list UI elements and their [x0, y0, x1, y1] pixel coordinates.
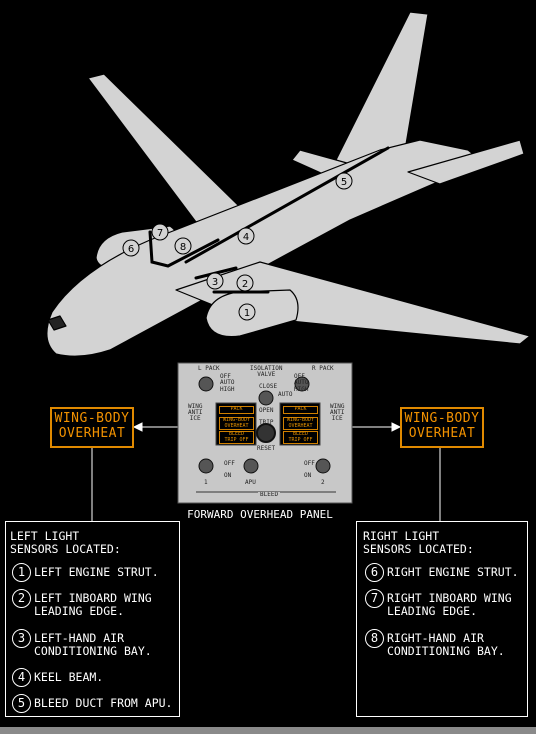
marker-7: 7 [151, 223, 169, 241]
marker-label: 1 [244, 308, 250, 319]
annunciator-line-1: WING-BODY [54, 411, 130, 426]
right-sensor-item-6: 6 RIGHT ENGINE STRUT. [365, 563, 519, 582]
eng1-off-label: OFF [224, 460, 235, 467]
left-sensor-item-1: 1 LEFT ENGINE STRUT. [12, 563, 159, 582]
sensor-text: LEFT-HAND AIR CONDITIONING BAY. [34, 631, 152, 658]
sensor-number: 2 [12, 589, 31, 608]
eng2-off-label: OFF [304, 460, 315, 467]
auto-label: AUTO [278, 391, 293, 398]
marker-6: 6 [122, 239, 140, 257]
sensor-text: BLEED DUCT FROM APU. [34, 696, 173, 710]
right-horizontal-stabilizer [407, 139, 525, 185]
isolation-valve-label: ISOLATION VALVE [250, 365, 283, 378]
right-sensors-heading: RIGHT LIGHT SENSORS LOCATED: [363, 529, 474, 556]
eng2-label: 2 [321, 479, 325, 486]
sensor-number: 4 [12, 668, 31, 687]
marker-label: 8 [180, 242, 186, 253]
annunciator-line-2: OVERHEAT [408, 426, 476, 441]
sensor-number: 3 [12, 629, 31, 648]
left-wing-anti-ice-label: WING ANTI ICE [188, 403, 203, 422]
sensor-number: 5 [12, 694, 31, 713]
l-pack-off-label: OFF [220, 373, 231, 380]
eng1-label: 1 [204, 479, 208, 486]
marker-label: 5 [341, 177, 347, 188]
l-pack-label: L PACK [198, 365, 220, 372]
left-pack-light: PACK [219, 406, 254, 414]
isolation-valve-switch[interactable] [258, 390, 274, 406]
eng1-on-label: ON [224, 472, 232, 479]
marker-label: 6 [128, 244, 134, 255]
apu-label: APU [245, 479, 256, 486]
l-pack-high-label: HIGH [220, 386, 235, 393]
r-pack-switch[interactable] [294, 376, 310, 392]
left-wing-body-overheat-annunciator: WING-BODY OVERHEAT [50, 407, 134, 448]
r-pack-auto-label: AUTO [294, 379, 309, 386]
l-pack-auto-label: AUTO [220, 379, 235, 386]
left-sensors-heading: LEFT LIGHT SENSORS LOCATED: [10, 529, 121, 556]
r-pack-off-label: OFF [294, 373, 305, 380]
panel-caption: FORWARD OVERHEAD PANEL [187, 508, 333, 521]
right-wing-anti-ice-label: WING ANTI ICE [330, 403, 345, 422]
trip-label: TRIP [259, 419, 274, 426]
sensor-text: RIGHT ENGINE STRUT. [387, 565, 519, 579]
right-sensors-box: RIGHT LIGHT SENSORS LOCATED: 6 RIGHT ENG… [356, 521, 528, 717]
marker-1: 1 [238, 303, 256, 321]
left-sensor-item-2: 2 LEFT INBOARD WING LEADING EDGE. [12, 589, 152, 618]
right-wing-body-overheat-annunciator: WING-BODY OVERHEAT [400, 407, 484, 448]
sensor-number: 8 [365, 629, 384, 648]
sensor-text: LEFT INBOARD WING LEADING EDGE. [34, 591, 152, 618]
l-pack-switch[interactable] [198, 376, 214, 392]
sensor-number: 1 [12, 563, 31, 582]
right-sensor-item-7: 7 RIGHT INBOARD WING LEADING EDGE. [365, 589, 512, 618]
sensor-number: 7 [365, 589, 384, 608]
left-arrow-head [132, 422, 143, 432]
marker-2: 2 [236, 274, 254, 292]
reset-label: RESET [257, 445, 276, 452]
close-label: CLOSE [259, 383, 278, 390]
sensor-text: RIGHT INBOARD WING LEADING EDGE. [387, 591, 512, 618]
sensor-text: KEEL BEAM. [34, 670, 104, 684]
bottom-strip [0, 727, 536, 734]
eng2-on-label: ON [304, 472, 312, 479]
cockpit-windows [47, 315, 67, 331]
annunciator-line-1: WING-BODY [404, 411, 480, 426]
r-pack-label: R PACK [312, 365, 334, 372]
left-sensor-item-5: 5 BLEED DUCT FROM APU. [12, 694, 173, 713]
open-label: OPEN [259, 407, 274, 414]
right-pack-light: PACK [283, 406, 318, 414]
right-sensor-item-8: 8 RIGHT-HAND AIR CONDITIONING BAY. [365, 629, 505, 658]
sensor-text: RIGHT-HAND AIR CONDITIONING BAY. [387, 631, 505, 658]
left-sensor-item-3: 3 LEFT-HAND AIR CONDITIONING BAY. [12, 629, 152, 658]
marker-label: 3 [212, 277, 218, 288]
marker-5: 5 [335, 172, 353, 190]
marker-label: 7 [157, 228, 163, 239]
annunciator-line-2: OVERHEAT [58, 426, 126, 441]
right-arrow-head [391, 422, 402, 432]
marker-label: 2 [242, 279, 248, 290]
left-sensor-item-4: 4 KEEL BEAM. [12, 668, 104, 687]
left-sensors-box: LEFT LIGHT SENSORS LOCATED: 1 LEFT ENGIN… [5, 521, 180, 717]
eng1-bleed-switch[interactable] [198, 458, 214, 474]
marker-4: 4 [237, 227, 255, 245]
right-bleed-trip-off-light: BLEED TRIP OFF [283, 431, 318, 444]
sensor-number: 6 [365, 563, 384, 582]
left-wing-body-overheat-light: WING-BODY OVERHEAT [219, 417, 254, 430]
bleed-label: BLEED [258, 491, 281, 498]
marker-label: 4 [243, 232, 249, 243]
left-bleed-trip-off-light: BLEED TRIP OFF [219, 431, 254, 444]
r-pack-high-label: HIGH [294, 386, 309, 393]
marker-8: 8 [174, 237, 192, 255]
apu-bleed-switch[interactable] [243, 458, 259, 474]
marker-3: 3 [206, 272, 224, 290]
trip-reset-button[interactable] [256, 423, 276, 443]
right-wing [87, 73, 244, 223]
eng2-bleed-switch[interactable] [315, 458, 331, 474]
right-wing-body-overheat-light: WING-BODY OVERHEAT [283, 417, 318, 430]
sensor-text: LEFT ENGINE STRUT. [34, 565, 159, 579]
